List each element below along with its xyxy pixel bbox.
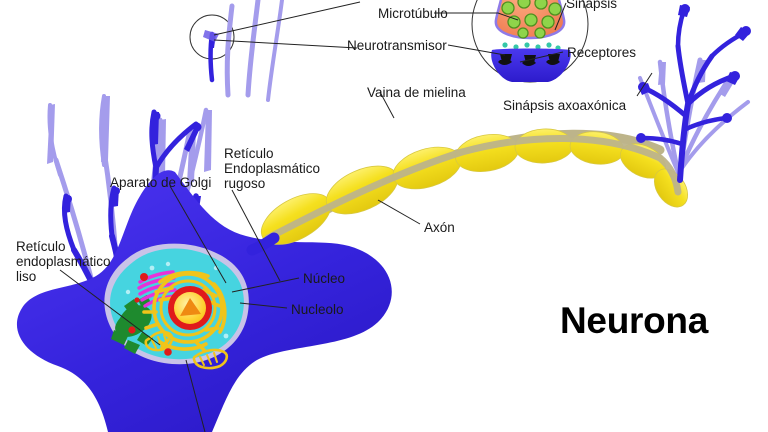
synapse-detail-inset	[471, 0, 589, 83]
label-aparato-de-golgi: Aparato de Golgi	[110, 175, 212, 190]
leader-neurotransmisor	[447, 44, 506, 56]
page-title: Neurona	[560, 300, 708, 341]
leader-liso	[59, 269, 161, 346]
leader-nucleolo	[239, 302, 288, 309]
leader-zoom-bottom	[213, 39, 358, 49]
label-axon: Axón	[424, 220, 455, 235]
leader-rugoso	[231, 189, 281, 282]
axon-terminals	[636, 4, 751, 183]
label-receptores: Receptores	[567, 45, 637, 60]
label-vaina-de-mielina: Vaina de mielina	[367, 85, 466, 100]
leader-lines	[59, 1, 653, 432]
label-retic-endo-rugoso: Retículo Endoplasmático rugoso	[224, 146, 321, 191]
label-retic-endo-liso: Retículo endoplasmático liso	[16, 239, 111, 284]
label-nucleo: Núcleo	[303, 271, 346, 286]
rough-endoplasmic-reticulum	[142, 270, 229, 370]
myelin-sheath	[246, 128, 689, 256]
leader-sinapsis-axoaxonica	[636, 72, 653, 97]
axon	[264, 134, 682, 242]
leader-golgi	[169, 185, 227, 284]
cell-body	[17, 170, 392, 432]
leader-vaina-de-mielina	[379, 91, 395, 119]
label-neurotransmisor: Neurotransmisor	[347, 38, 447, 53]
smooth-endoplasmic-reticulum	[111, 295, 153, 354]
receptors	[498, 54, 560, 66]
leader-mitocondria	[185, 359, 206, 432]
label-microtubulo: Microtúbulo	[378, 6, 448, 21]
leader-receptores	[519, 51, 564, 63]
leader-axon	[377, 199, 421, 225]
label-sinapsis: Sinapsis	[566, 0, 618, 11]
nucleus	[168, 286, 212, 330]
leader-microtubulo	[434, 12, 519, 21]
nucleolus	[180, 298, 201, 316]
label-nucleolo: Nucleolo	[291, 302, 344, 317]
leader-zoom-top	[213, 1, 361, 36]
leader-nucleo	[231, 277, 300, 293]
leader-sinapsis	[554, 2, 567, 31]
ribosomes	[128, 273, 172, 356]
label-sinapsis-axoaxonica: Sinápsis axoaxónica	[503, 98, 627, 113]
